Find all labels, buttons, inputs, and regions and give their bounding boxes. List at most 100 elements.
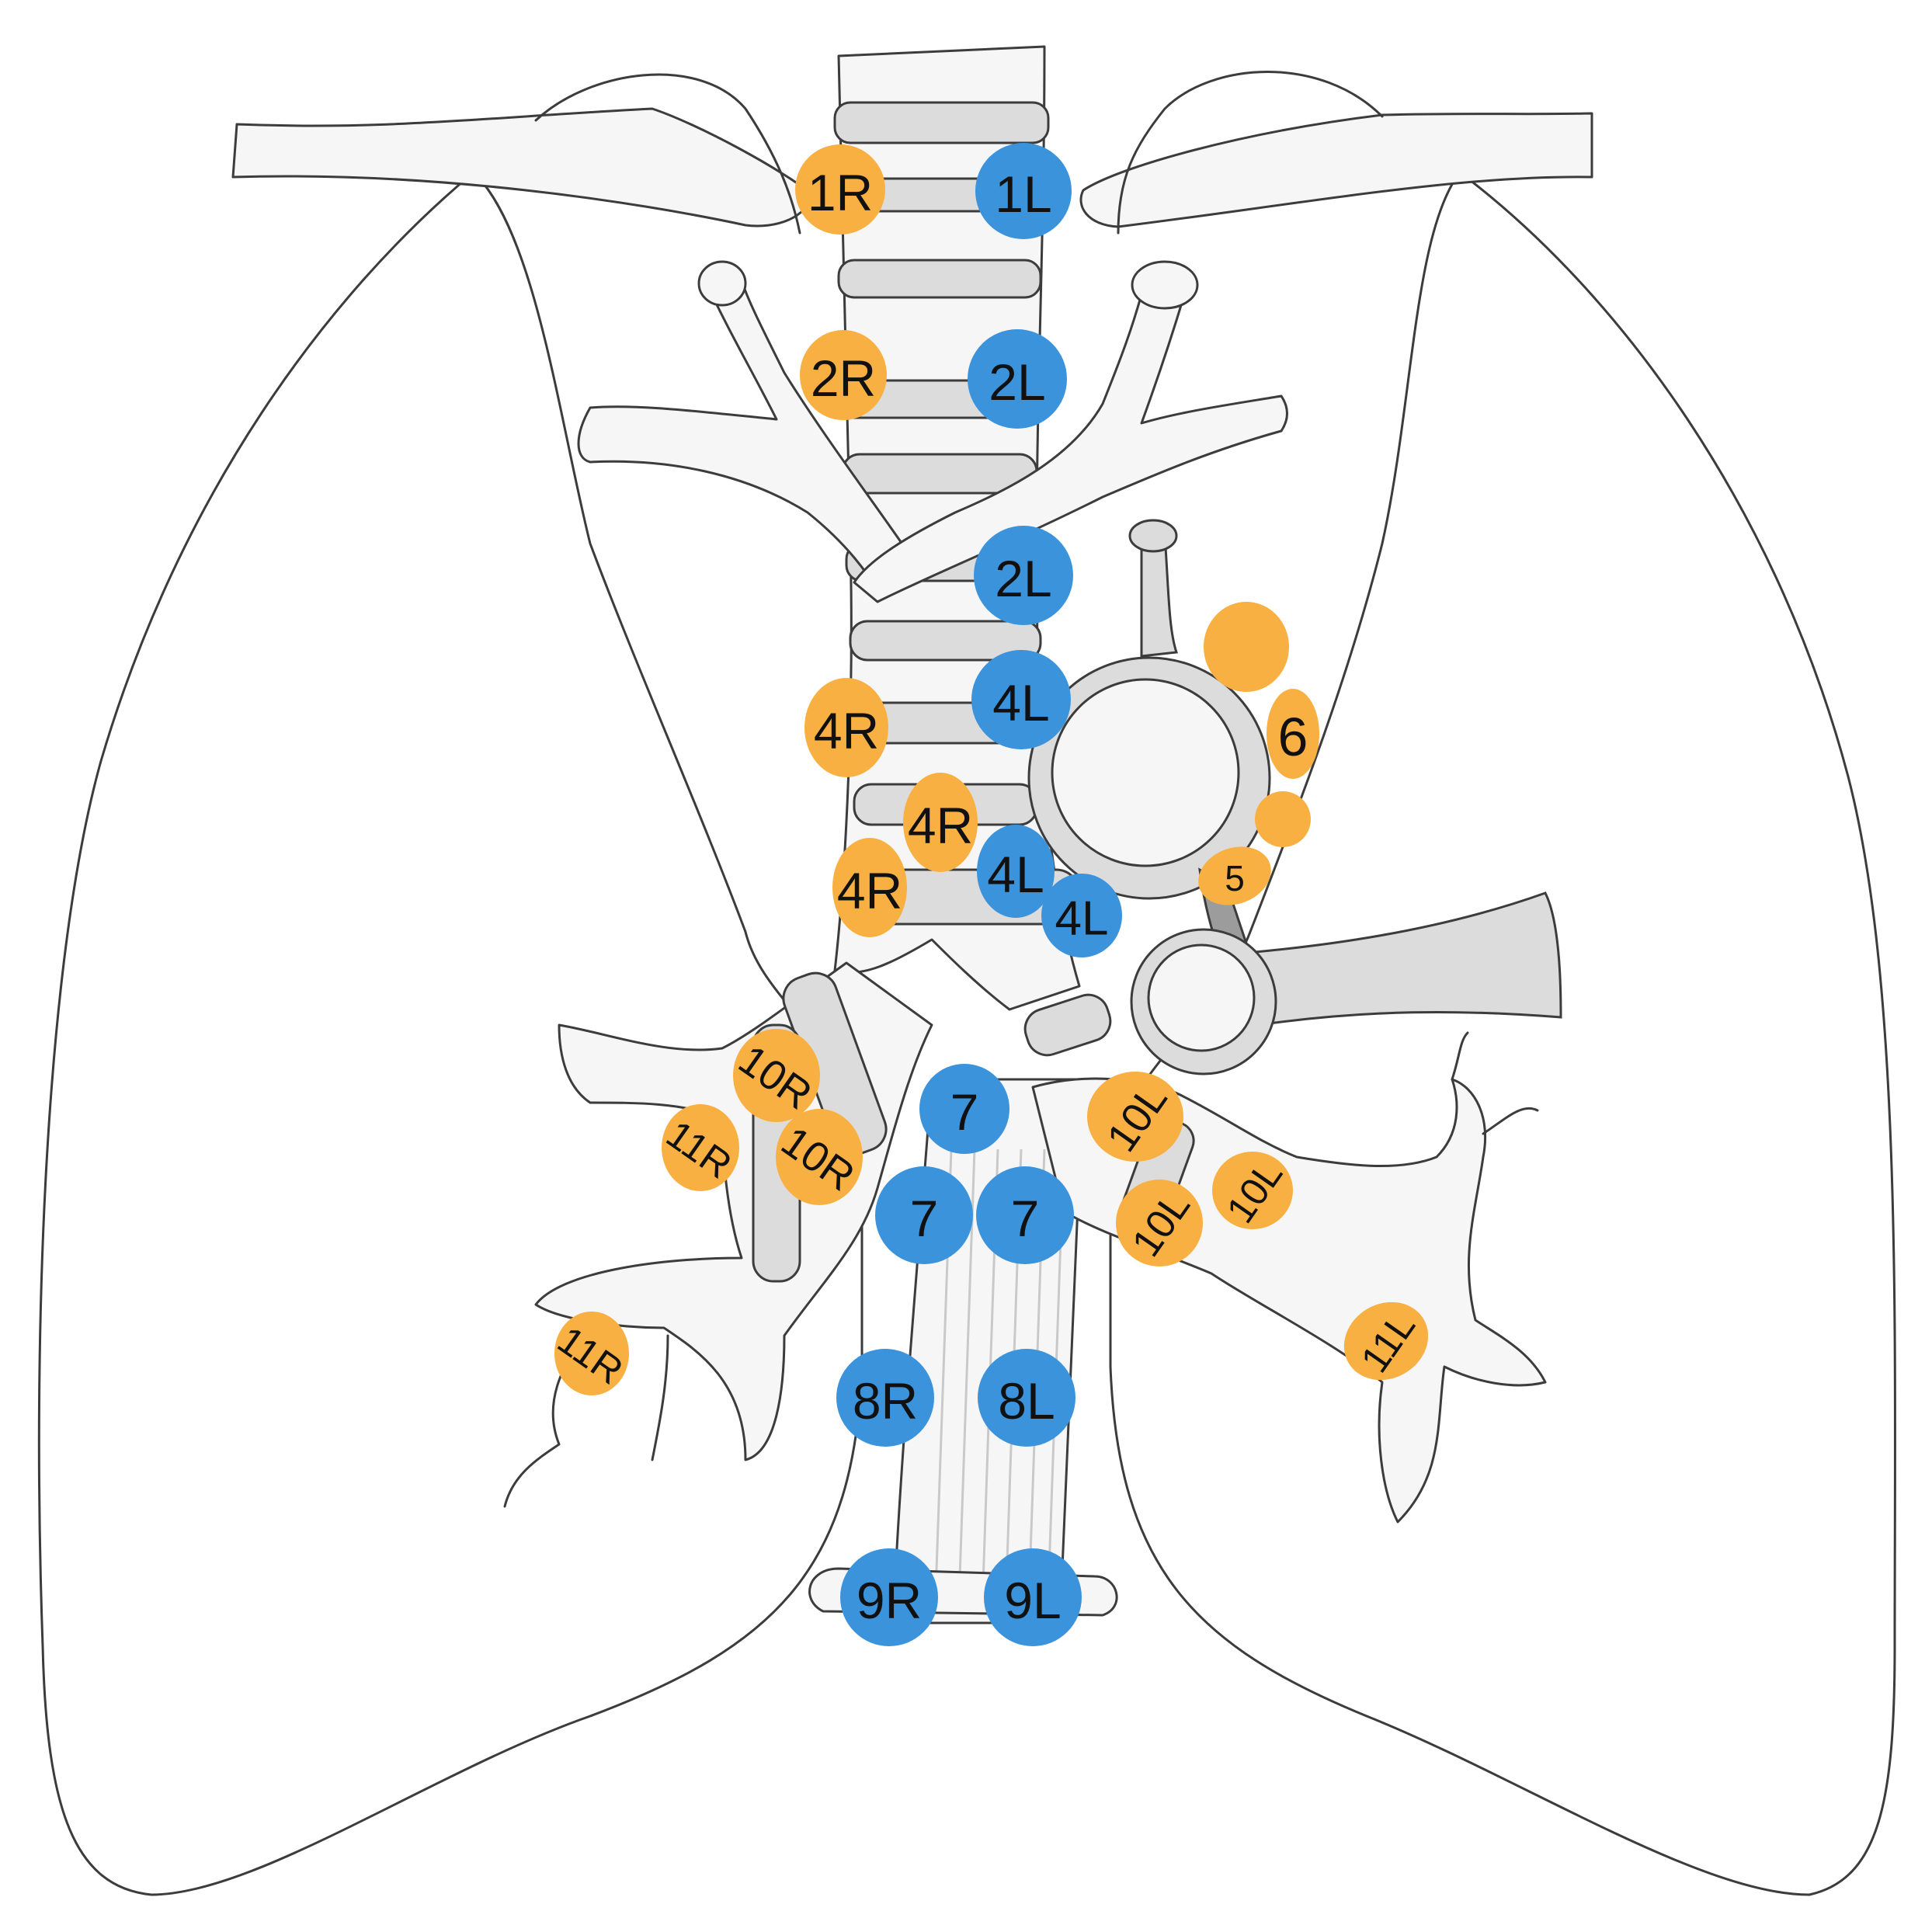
node-1L-label: 1L — [995, 165, 1051, 223]
node-10R: 10R — [773, 1109, 863, 1205]
node-11R: 11R — [550, 1312, 631, 1395]
node-7-label: 7 — [950, 1083, 979, 1141]
left-vein-end — [1131, 260, 1199, 310]
node-7-marker — [919, 1064, 1009, 1154]
pulmonary-trunk-lumen — [1147, 943, 1256, 1052]
node-4R: 4R — [804, 678, 888, 777]
right-lung — [37, 170, 863, 1896]
tracheal-ring — [849, 620, 1042, 662]
right-shoulder-line — [534, 73, 801, 235]
node-10R-marker — [776, 1109, 863, 1205]
node-2L: 2L — [968, 329, 1067, 429]
node-10L-marker — [1212, 1152, 1293, 1229]
node-11L: 11L — [1343, 1301, 1429, 1381]
node-8R-marker — [836, 1349, 934, 1447]
great-vessels — [577, 260, 1562, 1075]
left-shoulder-line — [1117, 71, 1384, 235]
node-6-small-marker — [1255, 791, 1311, 847]
node-9R-marker — [840, 1548, 938, 1646]
node-11R-marker — [662, 1104, 739, 1191]
node-1R-marker — [795, 144, 885, 235]
node-7-label: 7 — [910, 1190, 939, 1247]
node-4R: 4R — [832, 838, 907, 937]
node-1R-label: 1R — [808, 164, 873, 221]
node-6-label: 6 — [1278, 707, 1308, 767]
node-4L-label: 4L — [987, 846, 1044, 903]
node-7: 7 — [919, 1064, 1009, 1154]
node-6-upper-marker — [1204, 602, 1289, 692]
node-2L: 2L — [974, 526, 1073, 625]
node-4L-marker — [977, 825, 1055, 918]
right-brachiocephalic-vein — [577, 274, 906, 599]
node-8L: 8L — [978, 1349, 1075, 1447]
node-5-label: 5 — [1225, 858, 1245, 898]
left-brachiocephalic-vein — [853, 278, 1288, 603]
aortic-arch-lumen — [1051, 678, 1240, 867]
tracheal-ring — [833, 101, 1050, 144]
left-upper-lobe-twig — [1451, 1031, 1539, 1135]
node-5-marker — [1198, 846, 1271, 905]
node-10R-marker — [733, 1029, 820, 1122]
lungs — [37, 170, 1896, 1896]
right-clavicle — [231, 107, 813, 228]
node-10R: 10R — [730, 1029, 820, 1122]
node-4L: 4L — [1041, 874, 1122, 957]
node-4L: 4L — [971, 650, 1071, 749]
tracheal-ring — [837, 259, 1042, 299]
node-4R-label: 4R — [837, 862, 902, 919]
node-9L-marker — [984, 1548, 1082, 1646]
node-4R: 4R — [903, 773, 978, 872]
left-lung — [1109, 170, 1896, 1896]
node-8R: 8R — [836, 1349, 934, 1447]
left-clavicle — [1079, 112, 1593, 228]
node-10L: 10L — [1087, 1072, 1183, 1162]
node-4L: 4L — [977, 825, 1055, 918]
node-2R-marker — [800, 330, 887, 420]
node-8L-marker — [978, 1349, 1075, 1447]
aortic-arch-branch — [1140, 534, 1179, 658]
node-11L-marker — [1343, 1301, 1429, 1381]
right-vein-end — [697, 260, 747, 307]
node-2L-label: 2L — [995, 550, 1051, 607]
node-11R-marker — [554, 1312, 629, 1395]
node-11R: 11R — [658, 1104, 739, 1191]
node-1L-marker — [975, 143, 1072, 239]
node-2L-marker — [968, 329, 1067, 429]
node-7-marker — [976, 1166, 1074, 1264]
bronchial-cartilage — [1023, 993, 1112, 1057]
node-2L-marker — [974, 526, 1073, 625]
node-8L-label: 8L — [998, 1372, 1055, 1430]
node-7: 7 — [976, 1166, 1074, 1264]
node-9R-label: 9R — [857, 1572, 922, 1629]
node-4R-label: 4R — [814, 702, 879, 759]
node-6-marker — [1267, 689, 1319, 779]
node-2R: 2R — [800, 330, 887, 420]
node-1L: 1L — [975, 143, 1072, 239]
node-4R-marker — [804, 678, 888, 777]
node-2L-label: 2L — [989, 353, 1045, 411]
node-6: 6 — [1267, 689, 1319, 779]
node-4L-marker — [971, 650, 1071, 749]
aortic-branch-top — [1128, 519, 1178, 553]
node-10L: 10L — [1116, 1180, 1203, 1267]
node-4L-marker — [1041, 874, 1122, 957]
node-9L-label: 9L — [1004, 1572, 1061, 1629]
clavicles — [231, 71, 1593, 235]
node-4R-marker — [832, 838, 907, 937]
node-9L: 9L — [984, 1548, 1082, 1646]
left-pulmonary-artery — [1217, 891, 1562, 1027]
node-9R: 9R — [840, 1548, 938, 1646]
node-10L-marker — [1116, 1180, 1203, 1267]
node-7-marker — [875, 1166, 973, 1264]
node-10L-marker — [1087, 1072, 1183, 1162]
node-2R-label: 2R — [811, 349, 876, 407]
node-10L: 10L — [1212, 1152, 1293, 1231]
node-5: 5 — [1198, 846, 1271, 905]
node-8R-label: 8R — [853, 1372, 918, 1430]
node-4R-marker — [903, 773, 978, 872]
node-4R-label: 4R — [908, 797, 973, 854]
node-1R: 1R — [795, 144, 885, 235]
node-6-small — [1255, 791, 1311, 847]
node-6-upper — [1204, 602, 1289, 692]
